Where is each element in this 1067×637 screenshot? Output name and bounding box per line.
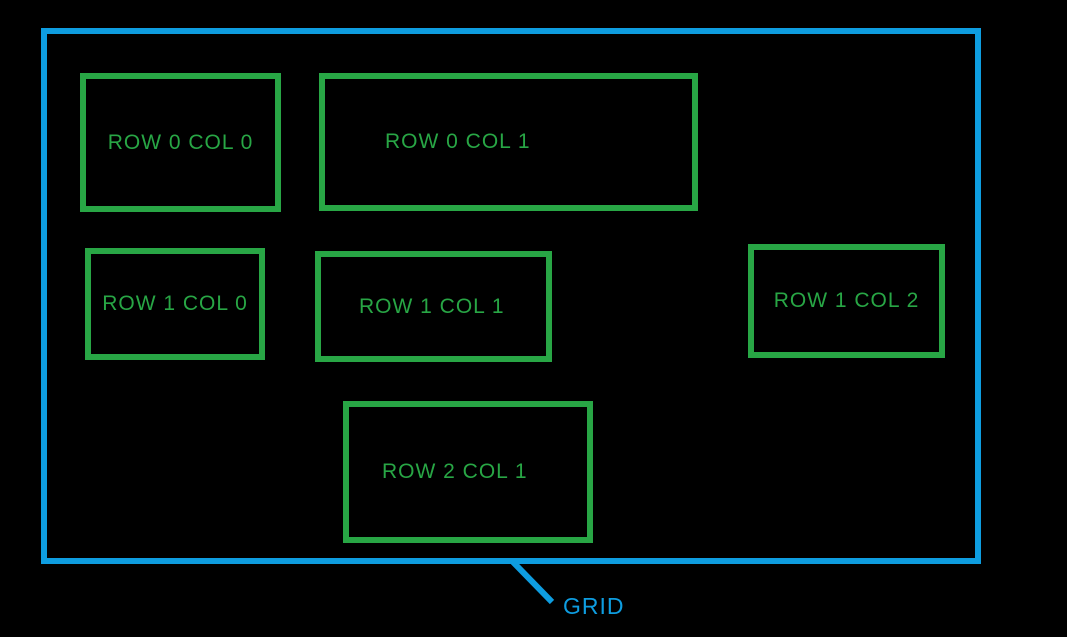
grid-cell-row1-col0: ROW 1 COL 0 <box>85 248 265 360</box>
grid-cell-row1-col2: ROW 1 COL 2 <box>748 244 945 358</box>
grid-cell-label: ROW 1 COL 2 <box>773 289 920 312</box>
grid-cell-row1-col1: ROW 1 COL 1 <box>315 251 552 362</box>
grid-cell-label: ROW 1 COL 1 <box>359 294 505 318</box>
grid-cell-label: ROW 1 COL 0 <box>102 292 248 315</box>
grid-cell-row0-col0: ROW 0 COL 0 <box>80 73 281 212</box>
grid-cell-label: ROW 2 COL 1 <box>382 460 528 483</box>
grid-cell-label: ROW 0 COL 1 <box>385 130 531 153</box>
grid-cell-row0-col1: ROW 0 COL 1 <box>319 73 698 211</box>
grid-cell-label: ROW 0 COL 0 <box>107 130 254 154</box>
grid-label: GRID <box>563 593 625 619</box>
grid-cell-row2-col1: ROW 2 COL 1 <box>343 401 593 543</box>
